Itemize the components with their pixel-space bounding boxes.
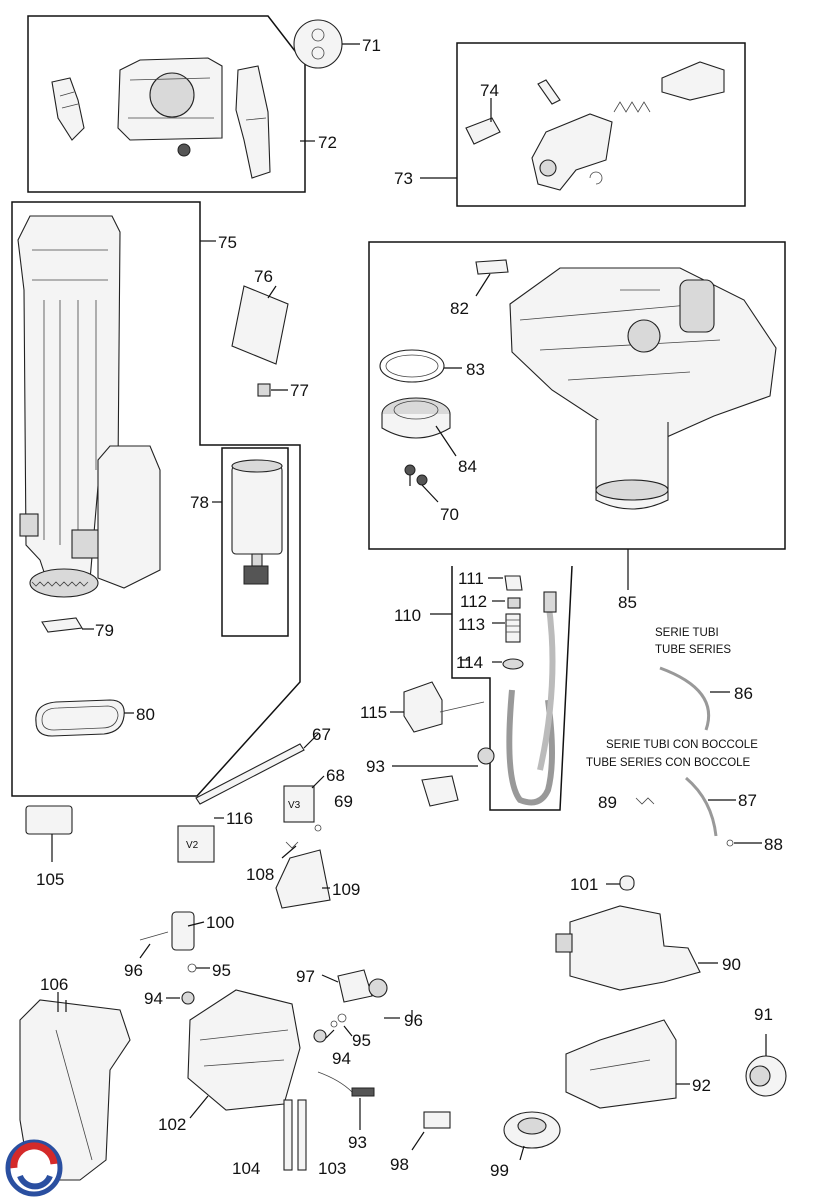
- label-95-left: 95: [212, 961, 231, 980]
- note-tube-bush-en: TUBE SERIES CON BOCCOLE: [586, 757, 751, 769]
- label-70: 70: [440, 505, 459, 524]
- label-89: 89: [598, 793, 617, 812]
- label-75: 75: [218, 233, 237, 252]
- parts-bottom: [19, 911, 561, 1181]
- label-94-left: 94: [144, 989, 163, 1008]
- label-84: 84: [458, 457, 477, 476]
- parts-middle-left: [25, 733, 331, 909]
- leader-lines: [65, 659, 470, 1039]
- label-74: 74: [480, 81, 499, 100]
- label-109: 109: [332, 880, 360, 899]
- parts-right: [555, 875, 787, 1109]
- group-75-box: [11, 201, 301, 797]
- label-69: 69: [334, 792, 353, 811]
- note-tube-series-it: SERIE TUBI: [655, 627, 719, 639]
- label-99: 99: [490, 1161, 509, 1180]
- label-78: 78: [190, 493, 209, 512]
- label-93-upper: 93: [366, 757, 385, 776]
- label-73: 73: [394, 169, 413, 188]
- label-116: 116: [226, 809, 253, 828]
- label-96-right: 96: [404, 1011, 423, 1030]
- tube-series: [635, 666, 762, 847]
- label-101: 101: [570, 875, 598, 894]
- label-110: 110: [394, 606, 421, 625]
- label-114: 114: [456, 653, 483, 672]
- label-104: 104: [232, 1159, 260, 1178]
- part-71-disc: [293, 19, 360, 69]
- label-92: 92: [692, 1076, 711, 1095]
- circular-arrows-logo: [5, 1139, 63, 1197]
- note-tube-bush-it: SERIE TUBI CON BOCCOLE: [606, 739, 758, 751]
- label-79: 79: [95, 621, 114, 640]
- label-111: 111: [458, 569, 484, 588]
- label-100: 100: [206, 913, 234, 932]
- part-78-motor-box: [212, 447, 289, 637]
- label-67: 67: [312, 725, 331, 744]
- label-90: 90: [722, 955, 741, 974]
- label-87: 87: [738, 791, 757, 810]
- label-98: 98: [390, 1155, 409, 1174]
- label-96-left: 96: [124, 961, 143, 980]
- part-115-valve: [390, 681, 495, 807]
- label-80: 80: [136, 705, 155, 724]
- label-102: 102: [158, 1115, 186, 1134]
- label-112: 112: [460, 592, 487, 611]
- label-108: 108: [246, 865, 274, 884]
- label-88: 88: [764, 835, 783, 854]
- label-72: 72: [318, 133, 337, 152]
- label-97: 97: [296, 967, 315, 986]
- label-86: 86: [734, 684, 753, 703]
- label-105: 105: [36, 870, 64, 889]
- label-115: 115: [360, 703, 387, 722]
- group-73-box: [420, 42, 746, 207]
- group-85-box: [368, 241, 786, 590]
- label-71: 71: [362, 36, 381, 55]
- label-85: 85: [618, 593, 637, 612]
- label-91: 91: [754, 1005, 773, 1024]
- label-93-lower: 93: [348, 1133, 367, 1152]
- group-110-outline: [430, 565, 573, 811]
- note-tube-series-en: TUBE SERIES: [655, 644, 731, 656]
- valve-mark-v3: V3: [288, 800, 301, 811]
- valve-mark-v2: V2: [186, 840, 199, 851]
- label-103: 103: [318, 1159, 346, 1178]
- group-72-box: [27, 15, 306, 193]
- label-77: 77: [290, 381, 309, 400]
- part-labels: 71 72 73 74 75 76 77 78 79 80 82 83 84 7…: [36, 36, 783, 1180]
- label-76: 76: [254, 267, 273, 286]
- label-82: 82: [450, 299, 469, 318]
- label-113: 113: [458, 615, 485, 634]
- label-94-right: 94: [332, 1049, 351, 1068]
- label-106: 106: [40, 975, 68, 994]
- label-68: 68: [326, 766, 345, 785]
- label-83: 83: [466, 360, 485, 379]
- label-95-right: 95: [352, 1031, 371, 1050]
